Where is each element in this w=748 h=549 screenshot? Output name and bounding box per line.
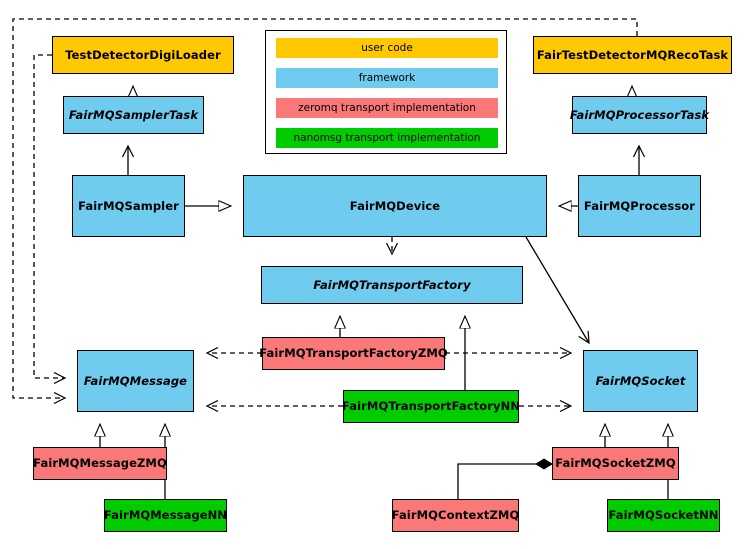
class-label: FairMQTransportFactory xyxy=(313,277,471,292)
class-label: FairTestDetectorMQRecoTask xyxy=(536,47,729,62)
class-label: FairMQTransportFactoryZMQ xyxy=(259,346,448,361)
edge-device-to-socket xyxy=(525,236,589,343)
class-label: FairMQSamplerTask xyxy=(68,107,199,122)
class-node-fairmqmessagezmq[interactable]: FairMQMessageZMQ xyxy=(33,447,167,480)
class-label: FairMQSocket xyxy=(595,373,686,388)
legend-label: user code xyxy=(361,42,413,54)
class-label: FairMQMessageZMQ xyxy=(33,456,167,471)
class-node-fairmqsampler[interactable]: FairMQSampler xyxy=(72,175,185,237)
class-node-fairmqtransportfactory[interactable]: FairMQTransportFactory xyxy=(261,266,523,304)
class-node-fairmqcontextzmq[interactable]: FairMQContextZMQ xyxy=(392,499,519,532)
class-node-fairmqsocket[interactable]: FairMQSocket xyxy=(583,350,698,412)
class-label: FairMQTransportFactoryNN xyxy=(341,399,521,414)
legend-label: framework xyxy=(358,72,416,84)
class-label: FairMQSampler xyxy=(78,198,179,213)
class-node-fairmqprocessortask[interactable]: FairMQProcessorTask xyxy=(569,96,710,134)
legend-item-zeromq: zeromq transport implementation xyxy=(276,98,498,118)
class-label: FairMQSocketZMQ xyxy=(555,456,676,471)
class-node-fairmqsamplertask[interactable]: FairMQSamplerTask xyxy=(63,96,204,134)
edge-digiloader-to-message xyxy=(33,54,65,378)
class-node-fairmqmessage[interactable]: FairMQMessage xyxy=(77,350,194,412)
class-node-fairmqsocketnn[interactable]: FairMQSocketNN xyxy=(607,499,720,532)
class-label: FairMQMessageNN xyxy=(103,508,228,523)
class-label: FairMQProcessor xyxy=(583,198,696,213)
class-node-fairmqmessagenn[interactable]: FairMQMessageNN xyxy=(104,499,227,532)
edge-recotask-to-message xyxy=(12,18,638,398)
class-label: FairMQProcessorTask xyxy=(569,107,710,122)
class-label: FairMQMessage xyxy=(83,373,188,388)
class-node-testdetectordigiloader[interactable]: TestDetectorDigiLoader xyxy=(52,36,234,74)
class-label: FairMQSocketNN xyxy=(608,508,719,523)
class-label: FairMQDevice xyxy=(349,198,441,213)
legend-item-user-code: user code xyxy=(276,38,498,58)
class-node-fairmqtransportfactorynn[interactable]: FairMQTransportFactoryNN xyxy=(341,390,521,423)
class-node-fairtestdetectormqrecotask[interactable]: FairTestDetectorMQRecoTask xyxy=(533,36,732,74)
edge-socketzmq-to-contextzmq xyxy=(457,458,553,499)
legend-label: nanomsg transport implementation xyxy=(293,132,481,144)
legend-item-framework: framework xyxy=(276,68,498,88)
legend: user code framework zeromq transport imp… xyxy=(265,30,507,154)
class-node-fairmqsocketzmq[interactable]: FairMQSocketZMQ xyxy=(552,447,679,480)
class-label: FairMQContextZMQ xyxy=(391,508,520,523)
class-node-fairmqprocessor[interactable]: FairMQProcessor xyxy=(578,175,701,237)
legend-item-nanomsg: nanomsg transport implementation xyxy=(276,128,498,148)
class-node-fairmqtransportfactoryzmq[interactable]: FairMQTransportFactoryZMQ xyxy=(259,337,448,370)
class-label: TestDetectorDigiLoader xyxy=(65,47,221,62)
class-node-fairmqdevice[interactable]: FairMQDevice xyxy=(243,175,547,237)
legend-label: zeromq transport implementation xyxy=(298,102,476,114)
